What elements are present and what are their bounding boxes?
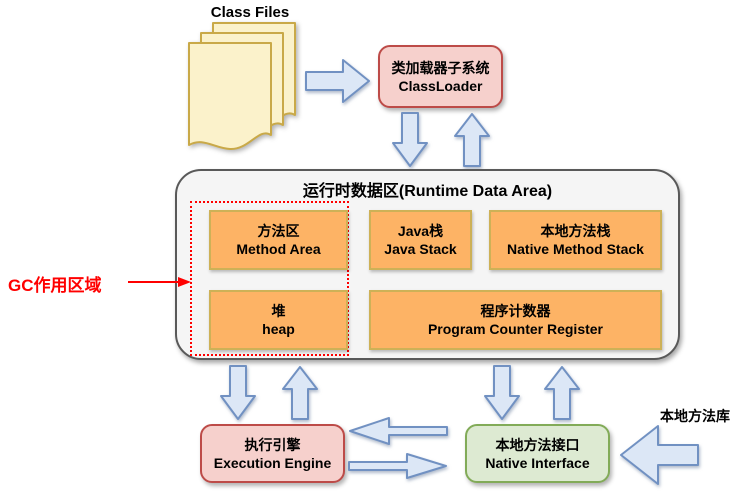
native-interface-box: 本地方法接口 Native Interface [465,424,610,483]
execution-engine-label-zh: 执行引擎 [244,436,301,453]
classloader-label-en: ClassLoader [398,77,483,94]
heap-box: 堆 heap [209,290,348,350]
arrow-down-icon [220,365,256,420]
class-files-label: Class Files [210,4,290,21]
pc-register-label-zh: 程序计数器 [480,303,551,319]
gc-pointer-arrow-icon [128,277,191,287]
java-stack-box: Java栈 Java Stack [369,210,472,270]
arrow-down-icon [392,112,428,167]
classloader-box: 类加载器子系统 ClassLoader [378,45,503,108]
arrow-left-icon [349,417,448,445]
native-library-label: 本地方法库 [660,408,730,424]
arrow-right-icon [305,59,370,103]
arrow-right-icon [348,453,447,479]
classloader-label-zh: 类加载器子系统 [391,59,490,76]
pc-register-label-en: Program Counter Register [427,321,604,337]
runtime-data-area-title: 运行时数据区(Runtime Data Area) [302,183,553,200]
java-stack-label-en: Java Stack [384,241,457,257]
method-area-box: 方法区 Method Area [209,210,348,270]
heap-label-en: heap [262,321,295,337]
arrow-left-icon [620,425,699,485]
heap-label-zh: 堆 [271,303,286,319]
native-method-stack-label-en: Native Method Stack [507,241,644,257]
gc-region-outline [190,201,349,356]
arrow-up-icon [454,113,490,167]
pc-register-box: 程序计数器 Program Counter Register [369,290,662,350]
execution-engine-label-en: Execution Engine [213,454,332,471]
class-files-icon [188,22,296,151]
execution-engine-box: 执行引擎 Execution Engine [200,424,345,483]
method-area-label-en: Method Area [236,241,321,257]
native-interface-label-zh: 本地方法接口 [495,436,580,453]
native-method-stack-label-zh: 本地方法栈 [540,223,611,239]
method-area-label-zh: 方法区 [257,223,300,239]
arrow-up-icon [544,366,580,420]
native-method-stack-box: 本地方法栈 Native Method Stack [489,210,662,270]
arrow-up-icon [282,366,318,420]
arrow-down-icon [484,365,520,420]
gc-region-label: GC作用区域 [8,276,102,295]
native-interface-label-en: Native Interface [485,454,590,471]
java-stack-label-zh: Java栈 [397,223,444,239]
